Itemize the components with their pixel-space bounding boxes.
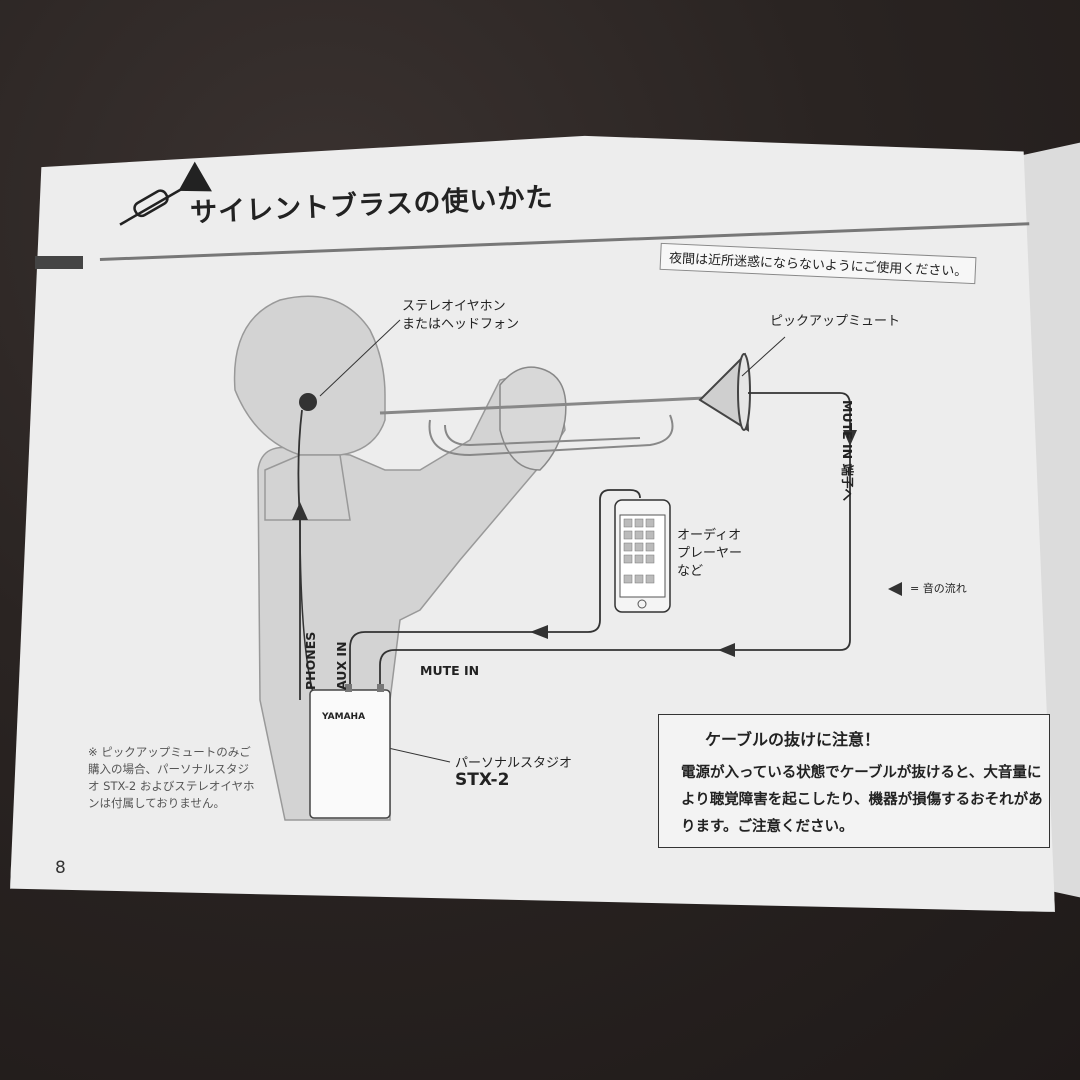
aux-in-cable [349, 489, 641, 690]
warning-text: 電源が入っている状態でケーブルが抜けると、大音量により聴覚障害を起こしたり、機器… [681, 765, 1043, 835]
earphone-label: ステレオイヤホン またはヘッドフォン [402, 299, 520, 332]
flow-arrow-icon [888, 582, 902, 596]
warning-box [658, 714, 1050, 848]
phones-port-label: PHONES [303, 631, 318, 690]
personal-studio-device [309, 684, 391, 819]
studio-name: パーソナルスタジオ [455, 756, 573, 771]
footnote: ※ ピックアップミュートのみご購入の場合、パーソナルスタジオ STX-2 および… [88, 745, 255, 810]
audio-player [614, 499, 671, 613]
earphone [299, 393, 317, 411]
mute-in-cable [379, 392, 851, 690]
trumpet-icon [119, 161, 212, 226]
mute-in-terminal-label: MUTE IN 端子へ [840, 400, 855, 501]
aux-in-port-label: AUX IN [334, 641, 349, 690]
page-number: 8 [55, 858, 66, 878]
trumpet [379, 352, 751, 457]
device-brand: YAMAHA [322, 712, 366, 722]
player-label: オーディオ プレーヤー など [677, 528, 743, 579]
flow-legend: = 音の流れ [910, 582, 967, 595]
warning-title: ケーブルの抜けに注意！ [705, 730, 881, 749]
section-tab [35, 256, 83, 269]
mute-label: ピックアップミュート [770, 314, 901, 329]
mute-in-port-label: MUTE IN [420, 663, 480, 678]
hand [499, 366, 567, 471]
studio-model: STX-2 [455, 770, 510, 790]
